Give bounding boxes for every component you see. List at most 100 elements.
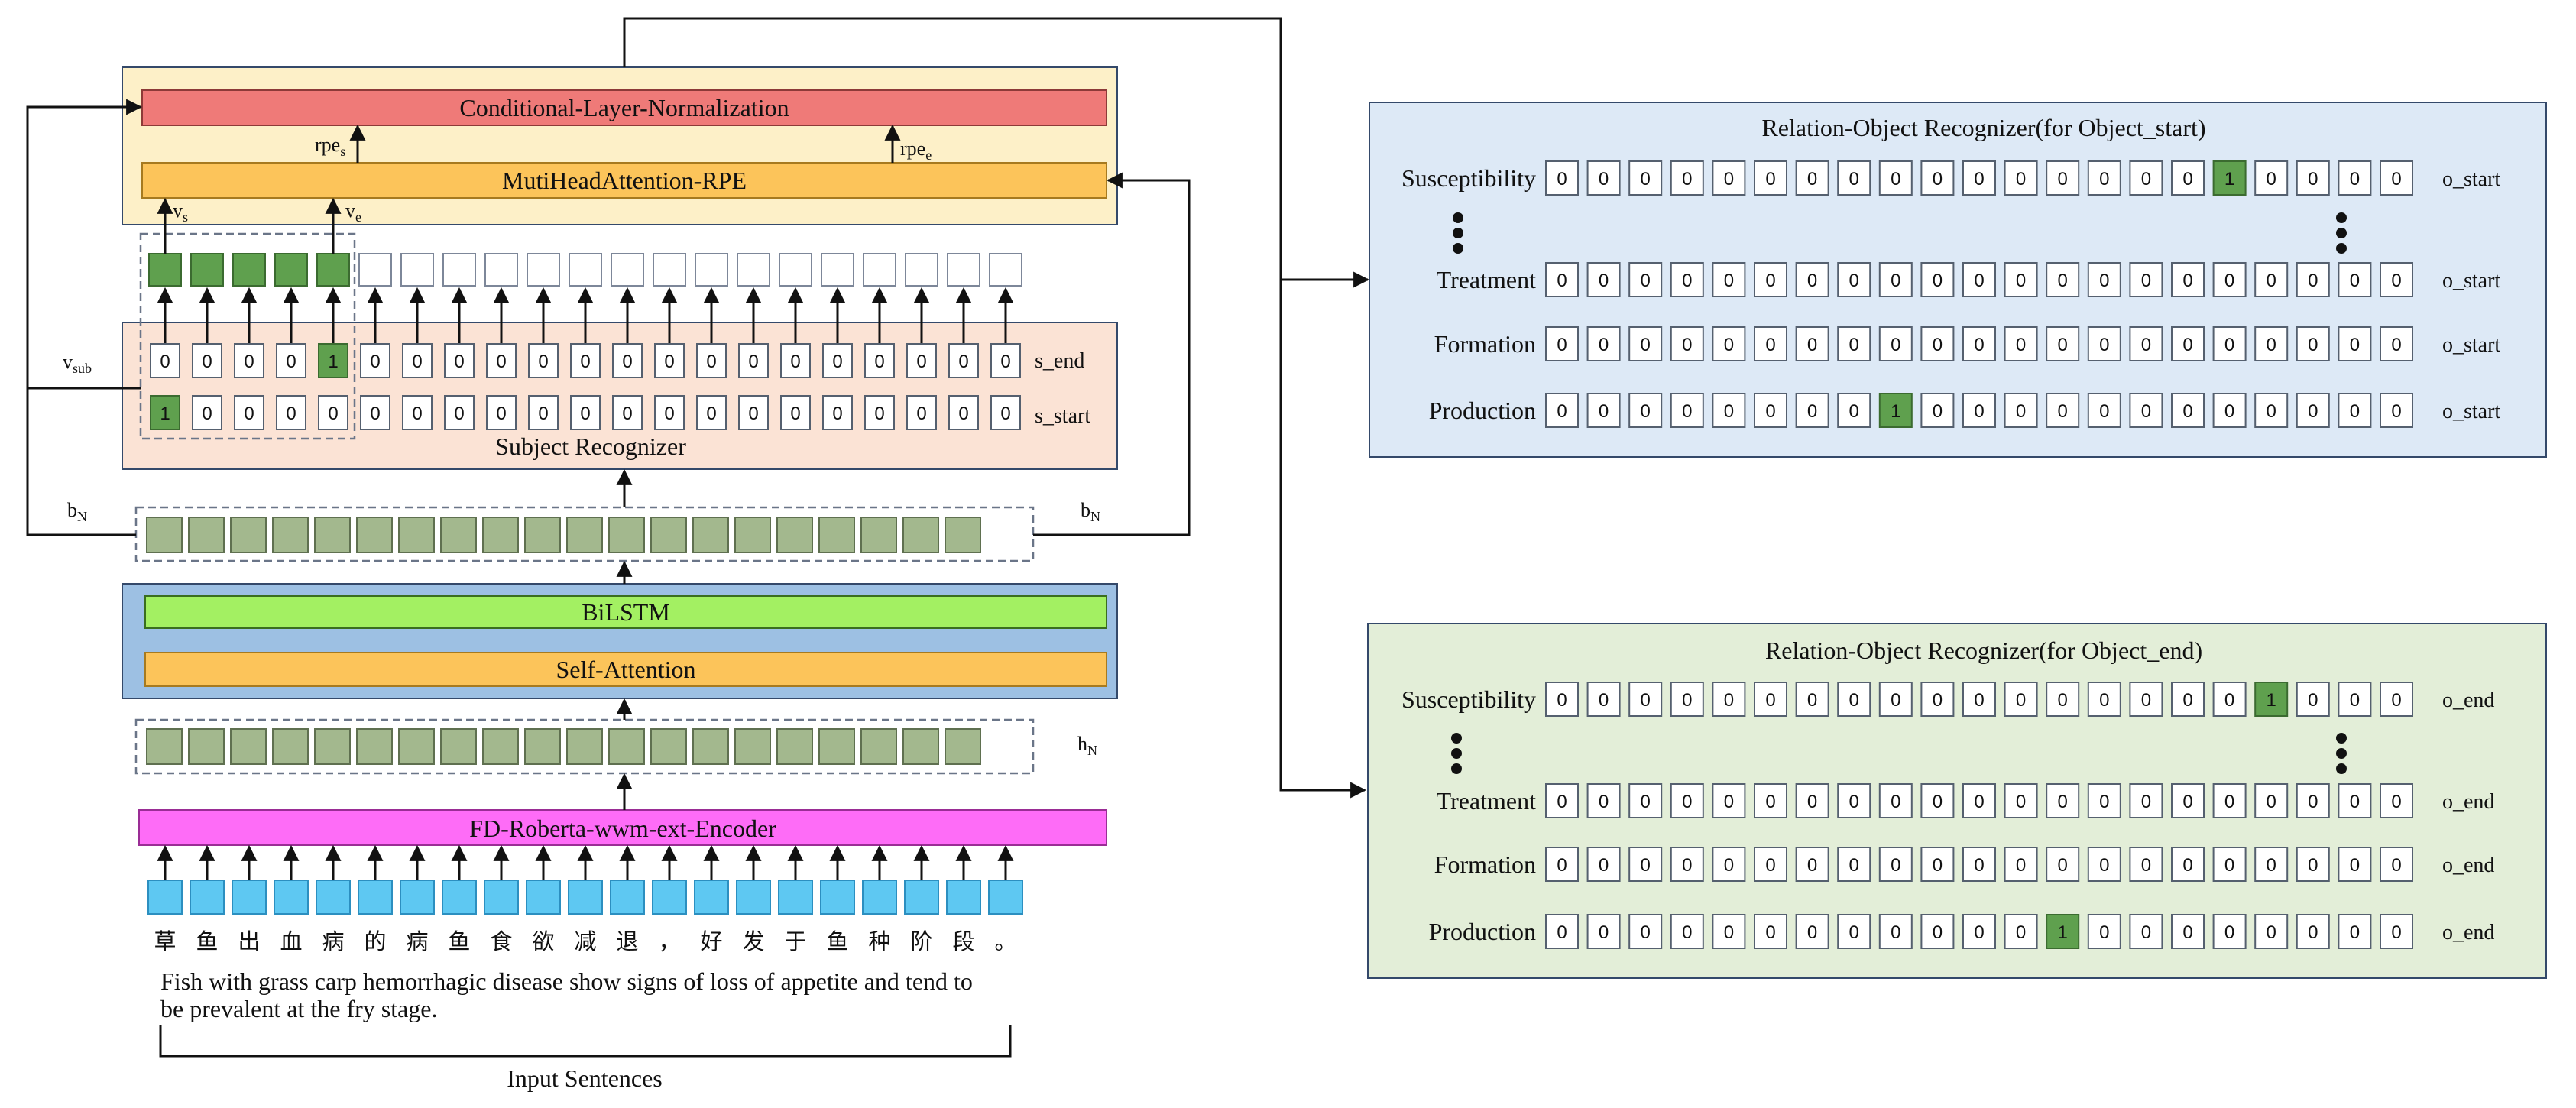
h-n-token xyxy=(566,728,603,765)
relation-cell-value: 0 xyxy=(2267,855,2276,876)
relation-cell-value: 0 xyxy=(2308,922,2318,943)
v-sub-label: vsub xyxy=(63,351,92,376)
h-n-label: hN xyxy=(1077,733,1097,758)
relation-cell-value: 0 xyxy=(1682,690,1692,711)
relation-cell-value: 0 xyxy=(1557,401,1567,422)
relation-cell-value: 0 xyxy=(1557,922,1567,943)
relation-cell xyxy=(2004,783,2038,818)
subject-placeholder-token xyxy=(737,253,770,287)
s-start-cell-value: 0 xyxy=(496,403,506,424)
s-end-cell-value: 0 xyxy=(874,352,884,372)
s-start-cell-value: 0 xyxy=(202,403,212,424)
relation-cell xyxy=(2254,783,2289,818)
relation-cell xyxy=(1545,783,1579,818)
subject-placeholder-token xyxy=(821,253,854,287)
relation-cell-value: 0 xyxy=(2099,792,2109,812)
relation-cell-value: 0 xyxy=(1599,792,1609,812)
v-s-label: vs xyxy=(173,199,188,225)
relation-cell-value: 0 xyxy=(2099,401,2109,422)
relation-cell xyxy=(1628,847,1663,882)
relation-cell-value: 0 xyxy=(2350,792,2360,812)
relation-cell xyxy=(2004,326,2038,361)
relation-cell xyxy=(1712,326,1746,361)
relation-cell-value: 0 xyxy=(2308,335,2318,355)
subject-vector-tokens xyxy=(148,253,1022,287)
s-start-cell-value: 0 xyxy=(454,403,464,424)
relation-cell-value: 0 xyxy=(1807,792,1817,812)
relation-cell-value: 0 xyxy=(2099,922,2109,943)
relation-cell-value: 1 xyxy=(2058,922,2068,943)
relation-cell xyxy=(2380,847,2413,882)
h-n-token xyxy=(650,728,687,765)
object-tag-label: o_end xyxy=(2442,790,2494,814)
input-tokens xyxy=(147,880,1023,915)
relation-cell xyxy=(2087,914,2121,949)
relation-cell-value: 0 xyxy=(1557,271,1567,291)
s-end-cell-value: 0 xyxy=(706,352,716,372)
s-end-cell xyxy=(276,343,306,378)
relation-cell-value: 0 xyxy=(1557,792,1567,812)
s-start-label: s_start xyxy=(1035,404,1090,428)
h-n-token xyxy=(692,728,729,765)
relation-cell-value: 0 xyxy=(1599,271,1609,291)
relation-cell xyxy=(1628,914,1663,949)
s-end-cell-value: 0 xyxy=(160,352,170,372)
relation-cell-value: 0 xyxy=(1765,922,1775,943)
relation-cell xyxy=(1545,914,1579,949)
relation-cell xyxy=(1628,160,1663,196)
input-token xyxy=(820,880,855,915)
relation-cell xyxy=(2338,914,2372,949)
relation-cell xyxy=(1920,160,1955,196)
relation-cell-value: 0 xyxy=(1849,271,1859,291)
relation-cell xyxy=(1586,783,1621,818)
relation-cell-value: 0 xyxy=(1807,690,1817,711)
relation-cell-value: 0 xyxy=(1765,401,1775,422)
relation-cell-value: 0 xyxy=(2267,169,2276,190)
input-token xyxy=(400,880,435,915)
s-end-cell-value: 0 xyxy=(748,352,758,372)
relation-cell xyxy=(2004,682,2038,717)
input-character: 鱼 xyxy=(826,928,848,954)
relation-cell-value: 0 xyxy=(1682,922,1692,943)
input-token xyxy=(904,880,939,915)
relation-cell xyxy=(1837,326,1871,361)
relation-cell xyxy=(2254,160,2289,196)
relation-cell-value: 0 xyxy=(1724,401,1734,422)
relation-cell xyxy=(1878,326,1913,361)
relation-cell xyxy=(2212,393,2247,428)
input-character: 减 xyxy=(574,928,596,954)
relation-cell xyxy=(1920,393,1955,428)
relation-cell-value: 0 xyxy=(1891,855,1900,876)
s-end-cell-value: 0 xyxy=(202,352,212,372)
relation-cell xyxy=(1962,160,1996,196)
s-end-cell xyxy=(822,343,853,378)
relation-cell-value: 0 xyxy=(1933,792,1943,812)
s-end-cell xyxy=(906,343,937,378)
relation-label: Production xyxy=(1429,918,1536,945)
relation-cell xyxy=(2129,682,2163,717)
relation-cell-value: 0 xyxy=(2058,690,2068,711)
s-start-cell xyxy=(276,395,306,430)
relation-cell xyxy=(2296,326,2330,361)
relation-cell-value: 0 xyxy=(2224,335,2234,355)
s-end-cell-value: 0 xyxy=(1000,352,1010,372)
object-tag-label: o_start xyxy=(2442,269,2500,293)
input-token xyxy=(442,880,477,915)
relation-cell xyxy=(1586,682,1621,717)
subject-recognizer-label: Subject Recognizer xyxy=(495,433,686,460)
input-character: ， xyxy=(658,928,680,954)
subject-placeholder-token xyxy=(442,253,476,287)
b-n-token xyxy=(608,517,645,553)
s-end-cell xyxy=(780,343,811,378)
relation-cell xyxy=(1878,914,1913,949)
s-start-cell-value: 0 xyxy=(706,403,716,424)
relation-cell xyxy=(2296,914,2330,949)
s-end-cell xyxy=(150,343,180,378)
relation-cell xyxy=(1878,682,1913,717)
h-n-token xyxy=(188,728,225,765)
relation-cell xyxy=(1920,262,1955,297)
relation-cell xyxy=(1628,262,1663,297)
h-n-token xyxy=(608,728,645,765)
s-start-cell-value: 0 xyxy=(832,403,842,424)
